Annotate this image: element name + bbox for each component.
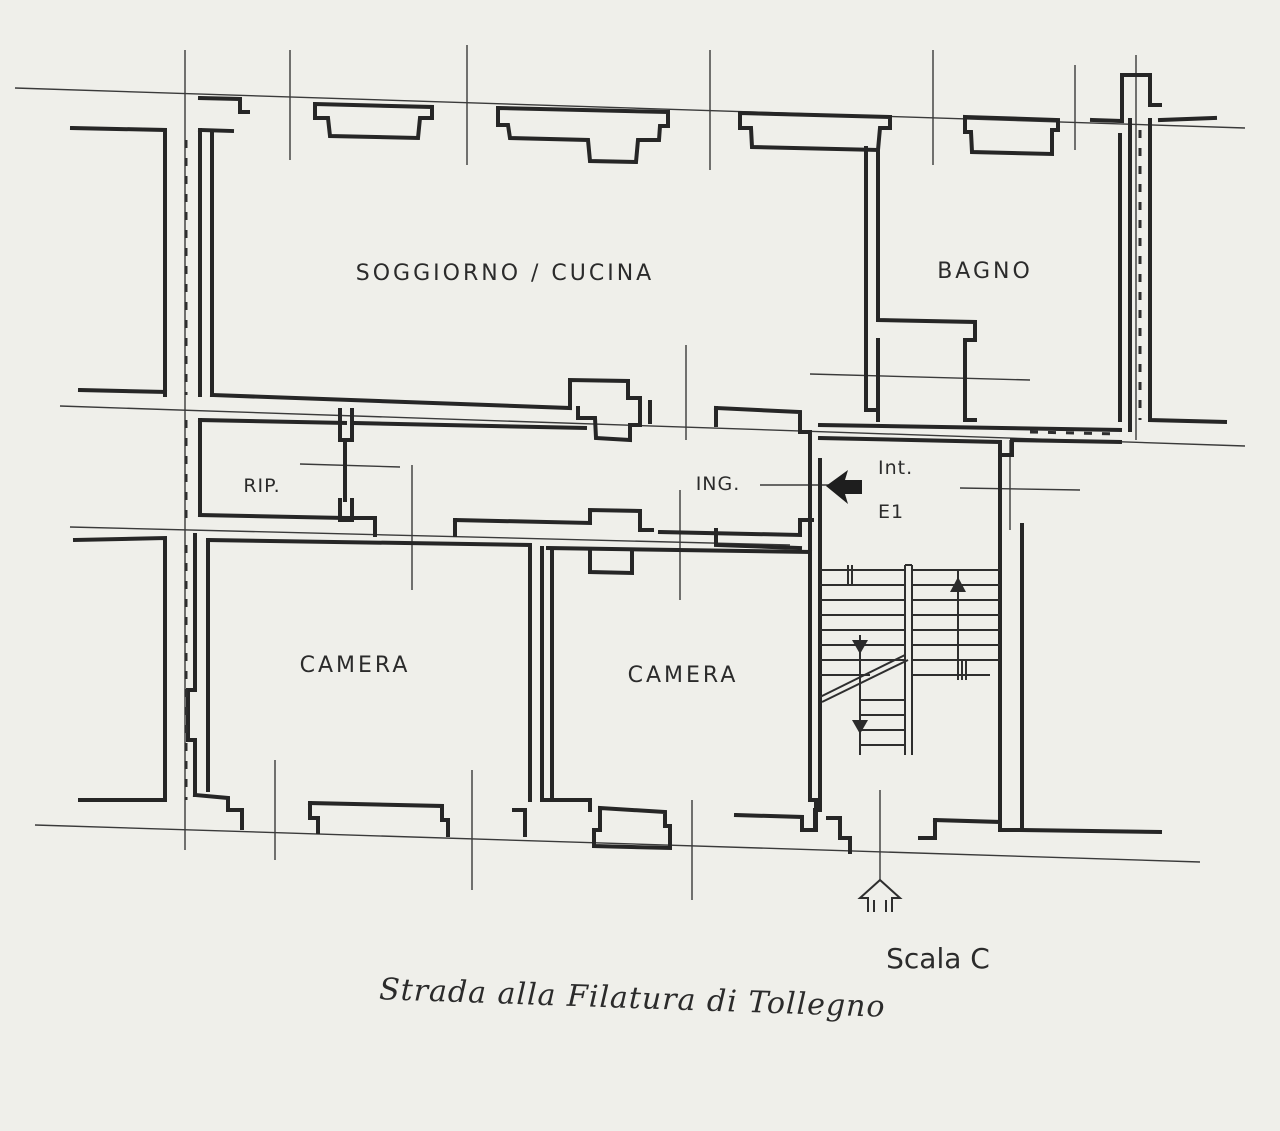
apartment-entrance-arrow-icon	[826, 470, 862, 504]
label-scala: Scala C	[886, 942, 990, 975]
label-soggiorno-cucina: SOGGIORNO / CUCINA	[356, 261, 654, 286]
label-ripostiglio: RIP.	[243, 475, 280, 497]
label-bagno: BAGNO	[937, 259, 1033, 284]
label-interno-number: E1	[878, 501, 904, 523]
building-entrance-arrow-icon	[857, 878, 903, 912]
label-camera-2: CAMERA	[628, 663, 739, 688]
wall-centerlines	[184, 130, 1142, 800]
label-interno: Int.	[878, 457, 913, 479]
label-street: Strada alla Filatura di Tollegno	[379, 972, 887, 1025]
construction-lines	[14, 45, 1246, 900]
label-camera-1: CAMERA	[300, 653, 411, 678]
stair-down-arrow-icon	[852, 720, 868, 734]
interior-walls	[197, 146, 1123, 832]
stair-up-arrow-icon	[950, 577, 966, 592]
stair-down-arrow-icon	[852, 640, 868, 654]
staircase	[819, 564, 1000, 755]
label-ingresso: ING.	[696, 473, 741, 495]
outer-walls	[69, 73, 1228, 854]
